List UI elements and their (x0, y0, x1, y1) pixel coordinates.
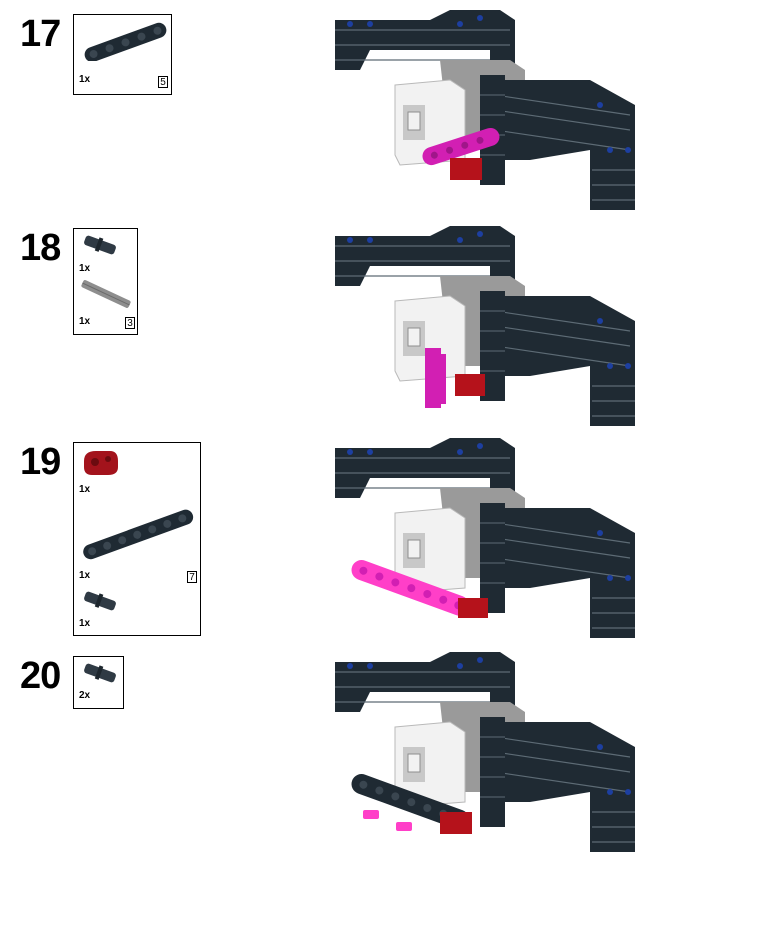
assembly-model (334, 438, 636, 639)
quantity-label: 1x (79, 570, 91, 581)
step-19: 19 1x 1x 7 1x (0, 438, 768, 652)
length-label: 3 (125, 317, 135, 329)
step-18: 18 1x 1x 3 (0, 226, 768, 438)
step-number: 20 (20, 655, 61, 697)
axle-icon (81, 280, 131, 308)
step-number: 18 (20, 227, 61, 269)
quantity-label: 1x (79, 263, 91, 274)
parts-callout: 2x (73, 656, 124, 709)
pin-icon (84, 591, 116, 611)
quantity-label: 1x (79, 618, 91, 629)
pin-icon (84, 235, 116, 255)
step-20: 20 2x (0, 652, 768, 866)
parts-callout: 1x 1x 3 (73, 228, 138, 335)
beam-7-icon (83, 509, 194, 560)
quantity-label: 2x (79, 690, 91, 701)
length-label: 7 (187, 571, 197, 583)
pin-icon (84, 663, 116, 683)
length-label: 5 (158, 76, 168, 88)
quantity-label: 1x (79, 316, 91, 327)
assembly-model (334, 226, 636, 427)
cross-block-icon (84, 451, 118, 475)
quantity-label: 1x (79, 74, 91, 85)
step-number: 19 (20, 441, 61, 483)
parts-callout: 1x 1x 7 1x (73, 442, 201, 636)
assembly-model (334, 10, 636, 211)
quantity-label: 1x (79, 484, 91, 495)
step-17: 17 1x 5 (0, 10, 768, 214)
parts-callout: 1x 5 (73, 14, 172, 95)
step-number: 17 (20, 13, 61, 55)
beam-5-icon (84, 22, 167, 61)
assembly-model (334, 652, 636, 853)
